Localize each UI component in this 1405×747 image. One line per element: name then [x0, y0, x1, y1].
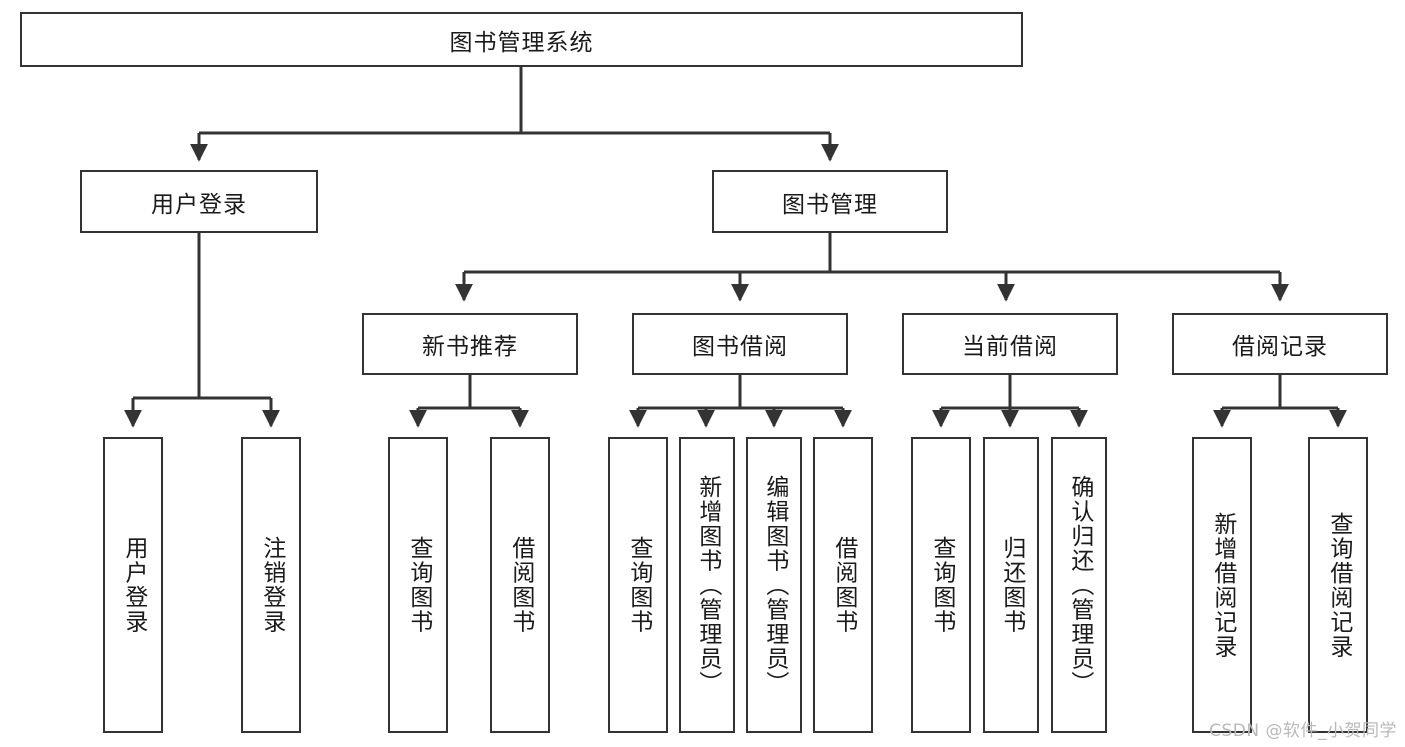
node-leaf-add-record[interactable]: 新增借阅记录 — [1192, 437, 1252, 733]
node-borrow-record[interactable]: 借阅记录 — [1172, 313, 1388, 375]
node-leaf-query-book-2-label: 查询图书 — [625, 536, 652, 634]
watermark: CSDN @软件_小贺同学 — [1209, 721, 1397, 741]
node-leaf-query-book-3-label: 查询图书 — [928, 536, 955, 634]
node-user-login-label: 用户登录 — [151, 191, 247, 218]
node-leaf-user-login-label: 用户登录 — [120, 536, 147, 634]
node-book-borrow-label: 图书借阅 — [692, 334, 788, 360]
node-book-borrow[interactable]: 图书借阅 — [632, 313, 848, 375]
node-leaf-edit-book-label: 编辑图书（管理员） — [761, 474, 788, 696]
node-leaf-confirm-return[interactable]: 确认归还（管理员） — [1051, 437, 1107, 733]
node-leaf-edit-book[interactable]: 编辑图书（管理员） — [746, 437, 802, 733]
node-leaf-query-book-2[interactable]: 查询图书 — [608, 437, 668, 733]
node-root[interactable]: 图书管理系统 — [20, 12, 1023, 67]
node-book-manage-label: 图书管理 — [782, 191, 878, 218]
node-leaf-return-book[interactable]: 归还图书 — [983, 437, 1039, 733]
node-leaf-user-logout[interactable]: 注销登录 — [241, 437, 301, 733]
node-new-book-recommend[interactable]: 新书推荐 — [362, 313, 578, 375]
node-leaf-user-logout-label: 注销登录 — [258, 536, 285, 634]
node-book-manage[interactable]: 图书管理 — [712, 170, 948, 233]
node-leaf-add-book[interactable]: 新增图书（管理员） — [679, 437, 735, 733]
node-leaf-borrow-book-2[interactable]: 借阅图书 — [813, 437, 873, 733]
node-borrow-record-label: 借阅记录 — [1232, 334, 1328, 360]
node-leaf-confirm-return-label: 确认归还（管理员） — [1066, 474, 1093, 696]
node-leaf-borrow-book-2-label: 借阅图书 — [830, 536, 857, 634]
node-leaf-query-record[interactable]: 查询借阅记录 — [1308, 437, 1368, 733]
node-leaf-borrow-book-1-label: 借阅图书 — [507, 536, 534, 634]
node-root-label: 图书管理系统 — [449, 29, 594, 56]
node-new-book-recommend-label: 新书推荐 — [422, 334, 518, 360]
node-leaf-query-record-label: 查询借阅记录 — [1325, 511, 1352, 659]
node-leaf-query-book-1-label: 查询图书 — [405, 536, 432, 634]
node-current-borrow[interactable]: 当前借阅 — [902, 313, 1118, 375]
node-leaf-query-book-1[interactable]: 查询图书 — [388, 437, 448, 733]
node-leaf-return-book-label: 归还图书 — [998, 536, 1025, 634]
node-leaf-borrow-book-1[interactable]: 借阅图书 — [490, 437, 550, 733]
node-leaf-query-book-3[interactable]: 查询图书 — [911, 437, 971, 733]
node-current-borrow-label: 当前借阅 — [962, 334, 1058, 360]
node-user-login[interactable]: 用户登录 — [80, 170, 318, 233]
node-leaf-user-login[interactable]: 用户登录 — [103, 437, 163, 733]
node-leaf-add-book-label: 新增图书（管理员） — [694, 474, 721, 696]
node-leaf-add-record-label: 新增借阅记录 — [1209, 511, 1236, 659]
